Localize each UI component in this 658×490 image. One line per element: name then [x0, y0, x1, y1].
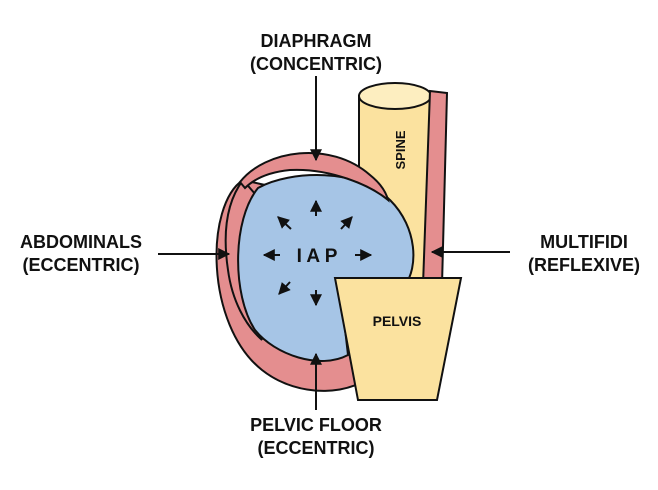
spine-top — [358, 82, 432, 110]
pelvic-floor-label-line2: (ECCENTRIC) — [258, 438, 375, 458]
pelvis — [333, 277, 463, 401]
pressure-arrow-downleft — [278, 281, 291, 295]
diaphragm-label-line1: DIAPHRAGM — [261, 31, 372, 51]
multifidi-label-line1: MULTIFIDI — [540, 232, 628, 252]
diaphragm-muscle — [238, 152, 390, 203]
pressure-arrow-upright — [340, 216, 353, 230]
abdominals-label-line1: ABDOMINALS — [20, 232, 142, 252]
iap-label: I A P — [297, 246, 338, 267]
pelvis-label: PELVIS — [373, 313, 422, 329]
multifidi-label-line2: (REFLEXIVE) — [528, 255, 640, 275]
diaphragm-label-line2: (CONCENTRIC) — [250, 54, 382, 74]
abdominals-label-line2: (ECCENTRIC) — [23, 255, 140, 275]
pressure-arrow-upleft — [277, 216, 292, 230]
iap-pressure-arrows — [262, 199, 373, 307]
pelvic-floor-label-line1: PELVIC FLOOR — [250, 415, 382, 435]
spine-label: SPINE — [393, 130, 408, 169]
